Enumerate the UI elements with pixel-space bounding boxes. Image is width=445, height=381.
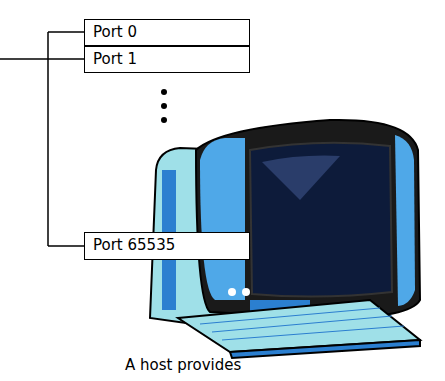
caption-text: A host provides [125, 356, 241, 374]
port-box: Port 65535 [84, 232, 250, 260]
port-box: Port 0 [84, 19, 250, 46]
port-label: Port 1 [93, 49, 241, 69]
ellipsis-dots [161, 89, 167, 123]
port-label: Port 65535 [93, 235, 241, 255]
port-box: Port 1 [84, 46, 250, 73]
port-label: Port 0 [93, 22, 241, 42]
port-bracket [0, 32, 84, 246]
